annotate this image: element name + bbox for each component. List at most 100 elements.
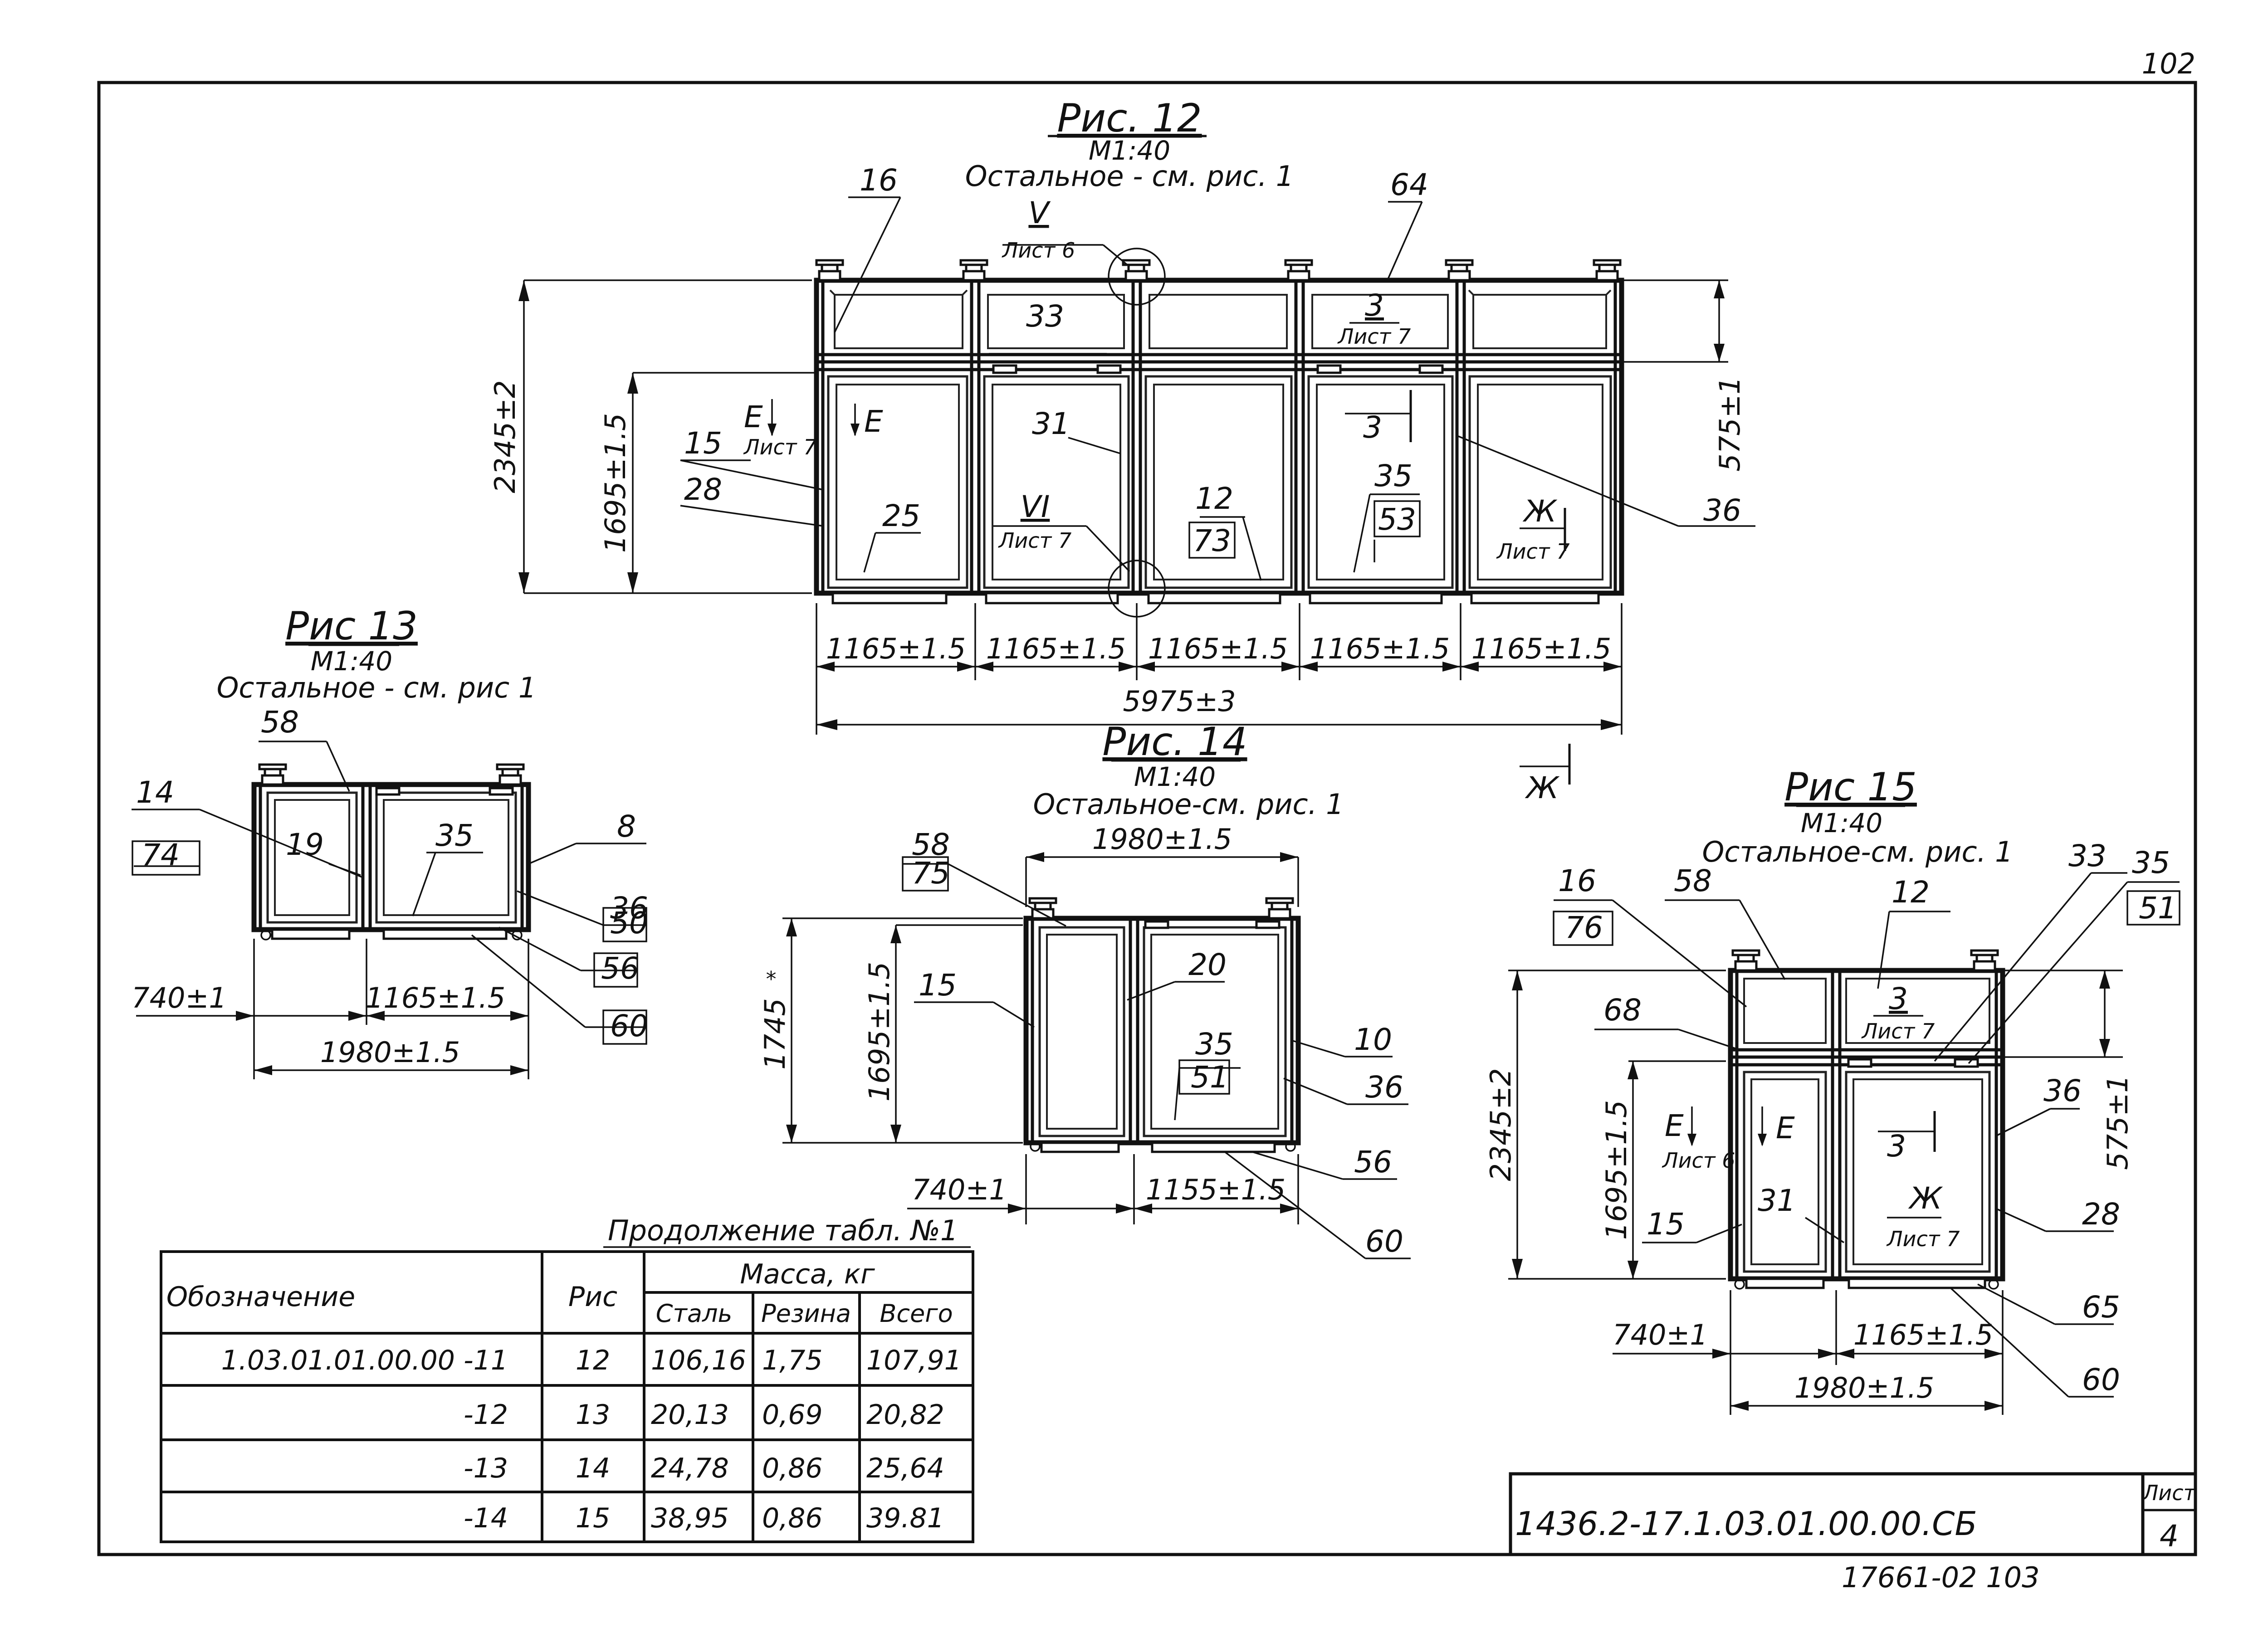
- fig12-dim-height: 2345±2: [489, 380, 522, 493]
- fig15: Рис 15 М1:40 Остальное-см. рис. 1: [1484, 765, 2180, 1415]
- fig12-secE-sheet: Лист 7: [743, 435, 816, 459]
- table-row3-total: 25,64: [866, 1453, 944, 1484]
- mass-table: Продолжение табл. №1 Обозначение Рис Мас…: [160, 1214, 974, 1543]
- table-row1-fig: 12: [576, 1345, 610, 1376]
- table-head-rubber: Резина: [761, 1299, 851, 1328]
- fig12-dim-top: 575±1: [1713, 376, 1746, 472]
- fig12: Рис. 12 М1:40 Остальное - см. рис. 1: [489, 96, 1755, 735]
- fig12-label-16: 16: [860, 163, 898, 198]
- fig14-label-60: 60: [1365, 1224, 1403, 1259]
- table-row1-steel: 106,16: [651, 1345, 746, 1376]
- fig14-label-15: 15: [919, 968, 957, 1003]
- table-head-steel: Сталь: [656, 1299, 733, 1328]
- fig15-sec3-sheet: Лист 7: [1861, 1019, 1935, 1043]
- fig15-dim-total: 1980±1.5: [1794, 1371, 1934, 1404]
- fig15-label-65: 65: [2082, 1290, 2120, 1325]
- doc-code: 1436.2-17.1.03.01.00.00.СБ: [1515, 1505, 1977, 1543]
- fig15-label-15: 15: [1647, 1207, 1685, 1242]
- table-head-designation: Обозначение: [166, 1281, 355, 1313]
- fig12-secZh-mark: Ж: [1522, 494, 1558, 529]
- table-head-total: Всего: [880, 1299, 953, 1328]
- fig14-dim-inner: 1695±1.5: [863, 962, 896, 1102]
- fig13-note: Остальное - см. рис 1: [217, 671, 537, 704]
- fig12-node-vi-mark: VI: [1021, 489, 1050, 524]
- title-block: 1436.2-17.1.03.01.00.00.СБ Лист 4: [1509, 1472, 2197, 1556]
- fig15-secE-arrow: Е: [1776, 1111, 1795, 1145]
- fig15-label-60: 60: [2082, 1362, 2120, 1397]
- fig13-title: Рис 13: [285, 604, 418, 649]
- sheet-border: [97, 81, 2197, 1556]
- fig13-label-36: 36: [610, 891, 648, 926]
- table-row4-fig: 15: [576, 1502, 610, 1534]
- fig14-label-75: 75: [912, 856, 950, 891]
- table-row1-designation: 1.03.01.01.00.00 -11: [221, 1345, 508, 1376]
- fig12-sec3-mark: 3: [1365, 288, 1384, 323]
- sheet-label: Лист: [2142, 1481, 2196, 1505]
- fig15-label-16: 16: [1558, 863, 1596, 898]
- fig15-dim-right: 1165±1.5: [1853, 1318, 1993, 1351]
- fig14-title: Рис. 14: [1102, 719, 1247, 765]
- fig12-scale: М1:40: [1089, 135, 1170, 166]
- table-row4-total: 39.81: [866, 1502, 944, 1534]
- fig15-dim-height: 2345±2: [1484, 1068, 1517, 1181]
- fig13-scale: М1:40: [311, 646, 392, 677]
- table-row4-designation: -14: [464, 1502, 508, 1534]
- fig13-label-8: 8: [617, 809, 636, 844]
- table-row: 1.03.01.01.00.00 -11 12 106,16 1,75 107,…: [221, 1345, 962, 1376]
- fig12-note: Остальное - см. рис. 1: [965, 160, 1294, 193]
- fig14-note: Остальное-см. рис. 1: [1033, 788, 1344, 821]
- table-row3-designation: -13: [464, 1453, 508, 1484]
- fig14-label-51: 51: [1191, 1060, 1229, 1095]
- table-head-mass: Масса, кг: [740, 1258, 875, 1290]
- fig12-label-53: 53: [1378, 502, 1416, 537]
- footer-number: 17661-02 103: [1842, 1561, 2040, 1594]
- fig15-label-28: 28: [2082, 1197, 2120, 1232]
- fig12-node-v-sheet: Лист 6: [1002, 238, 1075, 263]
- fig12-label-12: 12: [1195, 481, 1233, 516]
- fig13: Рис 13 М1:40 Остальное - см. рис 1: [132, 604, 648, 1079]
- fig13-label-35: 35: [435, 818, 474, 853]
- fig12-label-36: 36: [1703, 493, 1741, 528]
- fig15-label-33: 33: [2068, 838, 2107, 873]
- fig12-sec3-sheet: Лист 7: [1337, 324, 1411, 349]
- table-row4-steel: 38,95: [651, 1502, 729, 1534]
- fig15-label-76: 76: [1565, 910, 1603, 945]
- fig13-label-60: 60: [610, 1009, 648, 1043]
- fig14-label-58: 58: [912, 827, 950, 862]
- fig12-bay-2: 1165±1.5: [986, 632, 1126, 665]
- table-row: -14 15 38,95 0,86 39.81: [464, 1502, 944, 1534]
- fig15-dim-left: 740±1: [1613, 1318, 1708, 1351]
- table-row2-fig: 13: [576, 1399, 610, 1431]
- fig15-label-35: 35: [2132, 845, 2170, 880]
- standalone-section-zh: Ж: [1520, 744, 1571, 805]
- fig14-label-56: 56: [1354, 1145, 1392, 1180]
- table-head-fig: Рис: [568, 1281, 617, 1313]
- table-row2-steel: 20,13: [651, 1399, 729, 1431]
- table-row1-total: 107,91: [866, 1345, 962, 1376]
- fig12-title: Рис. 12: [1057, 96, 1202, 141]
- fig13-label-14: 14: [136, 775, 174, 810]
- fig14-label-36: 36: [1365, 1070, 1403, 1105]
- fig15-secE-mark: Е: [1665, 1108, 1684, 1143]
- fig13-label-58: 58: [261, 705, 299, 740]
- fig15-note: Остальное-см. рис. 1: [1702, 835, 2013, 868]
- fig15-label-12: 12: [1892, 875, 1930, 910]
- fig15-label-51: 51: [2139, 891, 2177, 926]
- fig14-dim-top: 1980±1.5: [1092, 823, 1232, 856]
- table-row4-rubber: 0,86: [762, 1502, 823, 1534]
- table-row3-steel: 24,78: [651, 1453, 729, 1484]
- fig14-dim-height-star: *: [766, 967, 777, 991]
- fig15-title: Рис 15: [1784, 765, 1917, 810]
- fig14-label-20: 20: [1188, 947, 1227, 982]
- fig12-label-35: 35: [1374, 458, 1413, 493]
- table-caption: Продолжение табл. №1: [608, 1214, 958, 1247]
- fig15-secE-sheet: Лист 6: [1662, 1148, 1735, 1173]
- fig14-dim-height: 1745: [758, 998, 792, 1070]
- fig12-bay-3: 1165±1.5: [1148, 632, 1288, 665]
- fig15-label-36: 36: [2043, 1073, 2082, 1108]
- standalone-section-zh-mark: Ж: [1525, 770, 1560, 805]
- fig12-secZh-sheet: Лист 7: [1496, 539, 1569, 564]
- fig12-secE-mark: Е: [744, 400, 763, 434]
- fig14-dim-right: 1155±1.5: [1146, 1173, 1286, 1206]
- fig14-label-10: 10: [1354, 1022, 1392, 1057]
